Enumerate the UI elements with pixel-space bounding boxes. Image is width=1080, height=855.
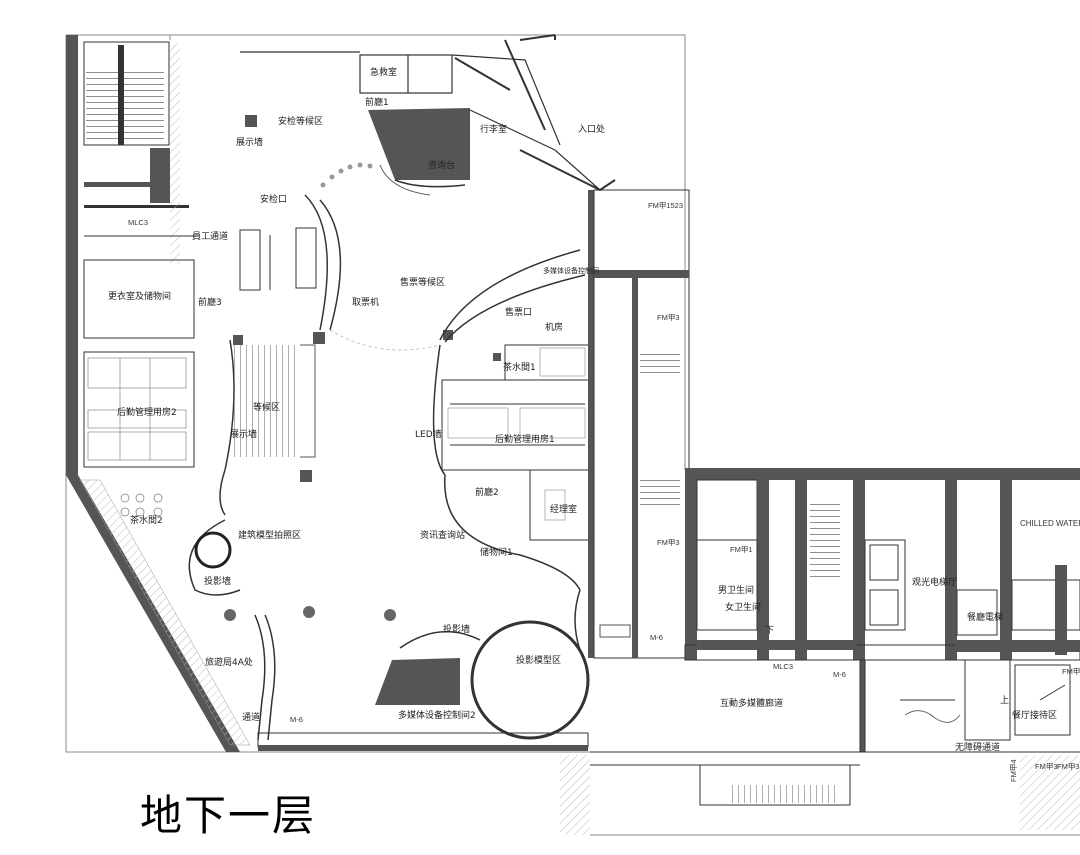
- label-display-wall-1: 展示墙: [236, 136, 263, 148]
- label-front-desk-2: 前廳2: [475, 486, 499, 498]
- label-info-station: 资讯查询站: [420, 529, 465, 541]
- right-core: [588, 189, 690, 659]
- tag-fm-3d: FM甲3: [1035, 762, 1058, 771]
- label-ticket-office: 售票口: [505, 306, 532, 318]
- tourism-area: [254, 614, 276, 741]
- label-entrance: 入口处: [578, 123, 605, 135]
- label-model-photo: 建筑模型拍照区: [238, 529, 301, 541]
- tag-fm-3a: FM甲3: [657, 313, 680, 322]
- bottom-right-hatch: [560, 755, 1080, 836]
- label-luggage: 行李室: [480, 123, 507, 135]
- floor-title: 地下一层: [140, 791, 317, 840]
- label-tea-room-1: 茶水間1: [503, 361, 536, 373]
- entrance-walls: [454, 34, 616, 192]
- waiting-seating: [230, 344, 316, 458]
- label-machine-room: 机房: [545, 321, 563, 333]
- label-back-office-2: 后勤管理用房2: [117, 406, 177, 418]
- security-gate-arc: [320, 162, 373, 188]
- label-barrier-free: 无障碍通道: [955, 741, 1000, 753]
- office-desks-left: [87, 357, 187, 461]
- label-ticket-machine: 取票机: [352, 296, 379, 308]
- label-display-wall-2: 展示墙: [230, 428, 257, 440]
- tag-mlc3-a: MLC3: [128, 218, 148, 227]
- stair-top-left: [83, 41, 189, 264]
- door-tags: FM甲1523 FM甲3 FM甲3 FM甲3 FM甲3 FM甲3 FM甲4 FM…: [128, 201, 1080, 782]
- label-front-desk-1: 前廳1: [365, 96, 389, 108]
- label-front-desk-3: 前廳3: [198, 296, 222, 308]
- tag-fm-3b: FM甲3: [657, 538, 680, 547]
- left-wall: [66, 35, 251, 752]
- tag-m6-a: M-6: [290, 715, 303, 724]
- label-manager: 经理室: [550, 503, 577, 515]
- tag-mlc3-b: MLC3: [773, 662, 793, 671]
- right-section: [684, 468, 1080, 661]
- tag-fm-1523: FM甲1523: [648, 201, 683, 210]
- label-security-wait: 安检等候区: [278, 115, 323, 127]
- tag-fm-3e: FM甲3: [1057, 762, 1080, 771]
- label-led-wall: LED墙: [415, 428, 442, 440]
- label-info-desk: 咨询台: [428, 159, 455, 171]
- label-chilled-water: CHILLED WATER P: [1020, 519, 1080, 528]
- bottom-corridor: [257, 732, 589, 751]
- escalator: [699, 764, 851, 806]
- label-staff-passage: 員工通道: [192, 230, 228, 242]
- tag-fm-1: FM甲1: [730, 545, 753, 554]
- label-waiting-area: 等候区: [253, 401, 280, 413]
- label-storage-1: 储物间1: [480, 546, 513, 558]
- security-scanners: [239, 227, 317, 291]
- label-up: 上: [1000, 695, 1009, 706]
- left-rooms: [83, 235, 195, 468]
- label-projection-wall-2: 投影墙: [443, 623, 470, 635]
- tea-room-2-chairs: [120, 493, 163, 517]
- label-back-office-1: 后勤管理用房1: [495, 433, 555, 445]
- label-media-control-2: 多媒体设备控制间2: [398, 709, 476, 721]
- circle-columns: [224, 606, 396, 621]
- tag-m6-c: M-6: [833, 670, 846, 679]
- lower-right-corridor: [590, 659, 1080, 766]
- label-down: 下: [765, 626, 774, 636]
- top-rooms: [240, 51, 601, 191]
- tag-fm-3c: FM甲3: [1062, 667, 1080, 676]
- office-desks-right: [447, 347, 586, 521]
- tag-fm-4: FM甲4: [1009, 760, 1018, 783]
- label-projection-model: 投影模型区: [516, 654, 561, 666]
- label-media-control-1: 多媒体设备控制间: [543, 266, 599, 275]
- info-desk-block: [368, 108, 470, 196]
- waiting-circle-guide: [329, 329, 441, 351]
- label-passage: 通道: [242, 711, 260, 723]
- tag-m6-b: M-6: [650, 633, 663, 642]
- label-first-aid: 急救室: [370, 66, 397, 78]
- model-photo-zone: [188, 519, 241, 596]
- label-interactive-corridor: 互動多媒體廊道: [720, 697, 783, 709]
- columns: [233, 115, 501, 482]
- projection-model-zone: [470, 620, 590, 740]
- label-restaurant-wait: 餐厅接待区: [1012, 709, 1057, 721]
- label-tea-room-2: 茶水間2: [130, 514, 163, 526]
- label-women-wc: 女卫生间: [725, 601, 761, 613]
- label-sightseeing-hall: 观光电梯厅: [912, 576, 957, 588]
- label-security-gate: 安检口: [260, 193, 287, 205]
- room-labels: 急救室 前廳1 安检等候区 行李室 入口处 咨询台 展示墙 安检口 員工通道 售…: [108, 66, 1080, 753]
- label-projection-wall-1: 投影墙: [204, 575, 231, 587]
- label-ticket-wait: 售票等候区: [400, 276, 445, 288]
- media-control-2-block: [375, 658, 460, 705]
- label-men-wc: 男卫生间: [718, 584, 754, 596]
- label-changing-storage: 更衣室及储物间: [108, 290, 171, 302]
- label-tourism-4a: 旅遊局4A处: [205, 656, 253, 668]
- label-restaurant-lift: 餐廳電梯: [967, 611, 1003, 623]
